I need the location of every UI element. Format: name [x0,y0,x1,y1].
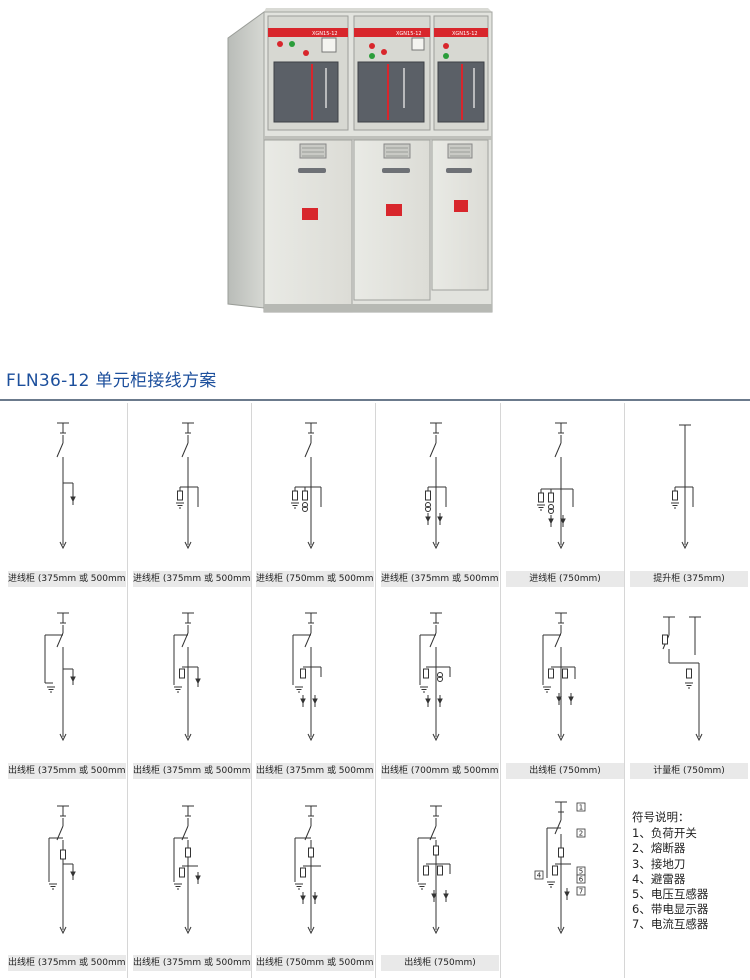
diagram-area [5,788,128,948]
legend-item: 3、接地刀 [632,856,686,871]
scheme-cell: 出线柜 (700mm 或 500mm) [378,595,501,785]
symbol-legend: 符号说明： 1、负荷开关 2、熔断器 3、接地刀 4、避雷器 5、电压互感器 6… [632,810,708,933]
cabinet-caption: 出线柜 (375mm 或 500mm) [133,763,251,779]
scheme-cell: 出线柜 (750mm 或 500mm) [253,788,376,980]
demo-marker-label: 2 [579,830,583,838]
heading-rule [0,399,750,401]
diagram-area [253,788,376,948]
cabinet-caption: 进线柜 (750mm 或 500mm) [256,571,374,587]
wiring-diagram [417,805,451,935]
scheme-cell: 进线柜 (750mm) [503,403,626,593]
scheme-cell: 出线柜 (375mm 或 500mm) [130,595,253,785]
cabinet-caption: 出线柜 (375mm 或 500mm) [8,763,126,779]
wiring-diagram [294,805,321,935]
scheme-cell: 出线柜 (750mm) [503,595,626,785]
wiring-diagram [48,805,76,935]
cabinet-caption: 进线柜 (375mm 或 500mm) [381,571,499,587]
legend-item: 1、负荷开关 [632,826,697,841]
demo-marker-label: 4 [537,872,542,880]
panel1-label: XGN15-12 [312,31,338,37]
cabinet-caption: 进线柜 (375mm 或 500mm) [8,571,126,587]
cabinet-caption: 出线柜 (375mm 或 500mm) [133,955,251,971]
grid-divider [624,403,625,978]
wiring-diagram [44,612,76,742]
wiring-diagram [176,422,199,550]
demo-marker-label: 5 [579,868,583,876]
diagram-area [378,788,501,948]
cabinet-caption: 出线柜 (750mm 或 500mm) [256,955,374,971]
diagram-area [130,403,253,563]
diagram-area [253,595,376,755]
grid-divider [500,403,501,978]
cabinet-caption: 出线柜 (375mm 或 500mm) [256,763,374,779]
cabinet-caption: 出线柜 (375mm 或 500mm) [8,955,126,971]
wiring-diagram [173,612,201,742]
wiring-diagram [662,616,703,742]
legend-item: 7、电流互感器 [632,917,709,932]
wiring-diagram [542,612,576,742]
diagram-area [627,595,750,755]
legend-item: 4、避雷器 [632,871,686,886]
wiring-diagram [56,422,76,550]
demo-marker-label: 1 [579,804,583,812]
cabinet-caption: 提升柜 (375mm) [630,571,748,587]
wiring-diagram [425,422,447,550]
wiring-diagram [671,424,694,550]
legend-title: 符号说明： [632,810,690,824]
switchgear-photo: XGN15-12 XGN15-12 XGN15-12 [226,8,496,316]
scheme-cell: 进线柜 (375mm 或 500mm) [130,403,253,593]
diagram-area [5,595,128,755]
legend-item: 6、带电显示器 [632,902,709,917]
scheme-cell: 计量柜 (750mm) [627,595,750,785]
scheme-cell: 进线柜 (375mm 或 500mm) [5,403,128,593]
diagram-area [378,403,501,563]
scheme-heading: FLN36-12 单元柜接线方案 [6,371,217,391]
grid-divider [127,403,128,978]
grid-divider [375,403,376,978]
panel3-label: XGN15-12 [452,31,478,37]
wiring-diagram [173,805,201,935]
cabinet-caption: 计量柜 (750mm) [630,763,748,779]
legend-item: 5、电压互感器 [632,887,709,902]
diagram-area [627,403,750,563]
scheme-cell: 进线柜 (375mm 或 500mm) [378,403,501,593]
demo-marker-label: 7 [579,888,583,896]
diagram-area [378,595,501,755]
wiring-diagram [292,612,322,742]
cabinet-caption: 出线柜 (700mm 或 500mm) [381,763,499,779]
switchgear-illustration: XGN15-12 XGN15-12 XGN15-12 [227,8,493,313]
diagram-area [503,595,626,755]
scheme-cell: 进线柜 (750mm 或 500mm) [253,403,376,593]
cabinet-caption: 出线柜 (750mm) [381,955,499,971]
diagram-area [503,403,626,563]
scheme-cell: 出线柜 (375mm 或 500mm) [253,595,376,785]
wiring-diagram [291,422,322,550]
grid-divider [251,403,252,978]
demo-marker-label: 6 [579,876,584,884]
cabinet-caption: 进线柜 (375mm 或 500mm) [133,571,251,587]
diagram-area [130,788,253,948]
scheme-cell: 出线柜 (375mm 或 500mm) [5,788,128,980]
cabinet-caption: 进线柜 (750mm) [506,571,624,587]
wiring-diagram: 1 2 4 56 7 [534,801,586,935]
diagram-area [5,403,128,563]
panel2-label: XGN15-12 [396,31,422,37]
legend-item: 2、熔断器 [632,841,686,856]
diagram-area [130,595,253,755]
cabinet-caption: 出线柜 (750mm) [506,763,624,779]
scheme-cell: 出线柜 (375mm 或 500mm) [5,595,128,785]
scheme-cell: 提升柜 (375mm) [627,403,750,593]
scheme-cell: 出线柜 (375mm 或 500mm) [130,788,253,980]
wiring-diagram [537,422,574,550]
diagram-area [253,403,376,563]
wiring-diagram [419,612,451,742]
scheme-cell: 出线柜 (750mm) [378,788,501,980]
